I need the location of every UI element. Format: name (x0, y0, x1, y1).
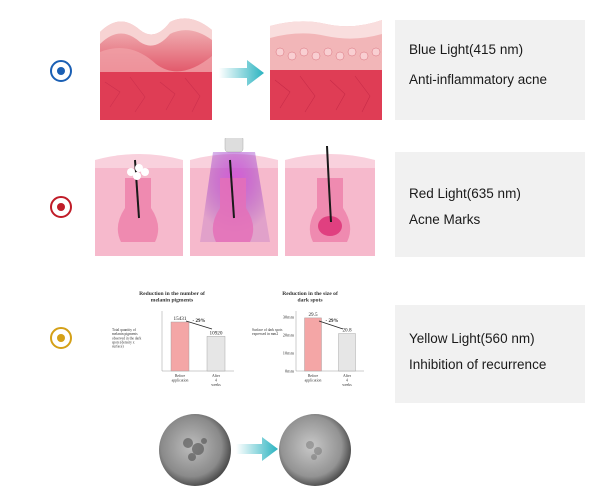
yellow-light-indicator (50, 327, 72, 349)
red-light-label-panel: Red Light(635 nm) Acne Marks (395, 152, 585, 257)
y-tick-label: 10mm (283, 351, 295, 356)
y-tick-label: 20mm (283, 333, 295, 338)
bar-value-label: 29.5 (308, 312, 317, 318)
bar-value-label: 20.8 (342, 328, 351, 334)
change-arrow (185, 320, 213, 330)
change-arrow (318, 320, 344, 330)
bar-value-label: 15431 (174, 316, 187, 322)
skin-after-illustration (270, 20, 382, 120)
melanin-change-label: - 29% (193, 319, 206, 324)
dark-spot-change-label: - 29% (326, 319, 339, 324)
bar-before-application (170, 321, 190, 372)
blue-light-label-panel: Blue Light(415 nm) Anti-inflammatory acn… (395, 20, 585, 120)
blue-light-subtitle: Anti-inflammatory acne (409, 72, 548, 87)
microscope-after (279, 414, 351, 486)
y-tick-label: 0mm (285, 369, 295, 374)
arrow-icon (219, 60, 264, 86)
red-light-indicator (50, 196, 72, 218)
yellow-light-subtitle: Inhibition of recurrence (409, 357, 547, 372)
yellow-light-title: Yellow Light(560 nm) (409, 331, 535, 346)
follicle-illustration (95, 138, 375, 256)
microscope-before (159, 414, 231, 486)
blue-light-title: Blue Light(415 nm) (409, 42, 524, 57)
y-tick-label: 30mm (283, 315, 295, 320)
bar-value-label: 10920 (210, 330, 223, 336)
row-red-light: Red Light(635 nm) Acne Marks (0, 130, 600, 265)
bar-before-application (304, 317, 322, 372)
red-light-title: Red Light(635 nm) (409, 186, 521, 201)
arrow-icon (236, 437, 278, 461)
bar-after-4-weeks (338, 333, 356, 372)
red-light-subtitle: Acne Marks (409, 212, 481, 227)
yellow-light-label-panel: Yellow Light(560 nm) Inhibition of recur… (395, 305, 585, 403)
blue-light-indicator (50, 60, 72, 82)
row-blue-light: Blue Light(415 nm) Anti-inflammatory acn… (0, 0, 600, 130)
skin-before-illustration (100, 18, 212, 120)
bar-after-4-weeks (206, 336, 226, 372)
